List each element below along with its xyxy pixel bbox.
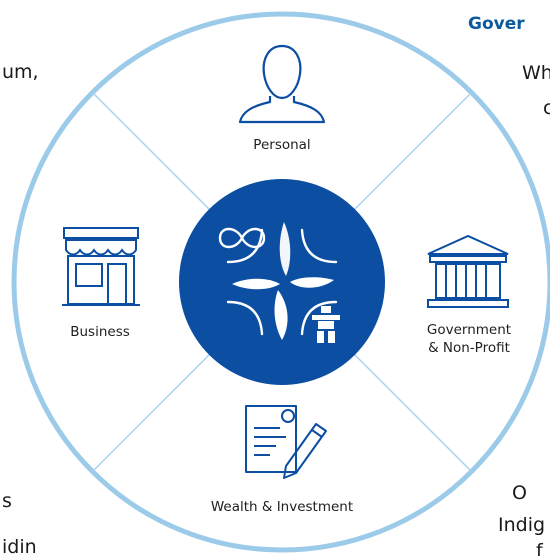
segment-wealth-investment[interactable]: Wealth & Investment <box>192 499 372 517</box>
person-icon <box>238 44 326 124</box>
segment-label: Government <box>426 322 512 338</box>
wheel-divider <box>92 92 229 229</box>
segment-label: Personal <box>253 137 311 153</box>
document-pen-icon <box>245 405 327 479</box>
wheel-divider <box>335 335 472 472</box>
segment-personal[interactable]: Personal <box>232 137 332 155</box>
segment-business[interactable]: Business <box>50 324 150 342</box>
background-text-fragment: c <box>543 97 550 119</box>
background-text-fragment: O <box>512 482 527 504</box>
background-text-fragment: s <box>2 490 12 512</box>
government-building-icon <box>427 234 509 308</box>
background-text-fragment: idin <box>2 536 37 556</box>
wheel-divider <box>335 92 472 229</box>
section-heading-fragment: Gover <box>468 14 525 34</box>
background-text-fragment: um, <box>2 61 39 83</box>
segment-label: Business <box>70 324 130 340</box>
wheel-divider <box>92 335 229 472</box>
segment-label-line2: & Non-Profit <box>428 339 510 356</box>
segment-government-non-profit[interactable]: Government & Non-Profit <box>404 322 534 357</box>
storefront-icon <box>62 227 140 306</box>
indigenous-logo-icon <box>179 179 385 385</box>
segment-label: Wealth & Investment <box>210 499 354 515</box>
background-text-fragment: Wh <box>522 62 550 84</box>
background-text-fragment: f <box>536 540 543 556</box>
background-text-fragment: Indig <box>498 514 546 536</box>
